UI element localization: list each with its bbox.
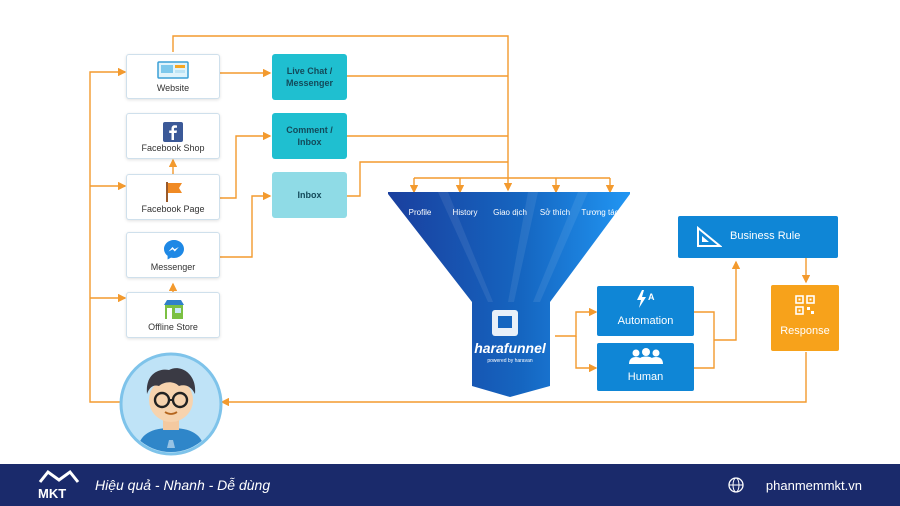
website-icon: [157, 61, 189, 79]
source-messenger: Messenger: [126, 232, 220, 278]
source-facebook-shop: Facebook Shop: [126, 113, 220, 159]
footer-logo: MKT: [38, 486, 67, 501]
globe-icon: [728, 477, 744, 493]
messenger-icon: [164, 240, 184, 260]
funnel-shape: [388, 192, 630, 397]
response-box: Response: [771, 285, 839, 351]
automation-icon: A: [637, 290, 655, 308]
facebook-icon: [163, 122, 183, 142]
human-box: Human: [597, 343, 694, 391]
business-rule-box: Business Rule: [678, 216, 838, 258]
funnel-brand: harafunnel: [474, 340, 546, 356]
facebook-page-label: Facebook Page: [141, 204, 205, 214]
footer-tagline: Hiệu quả - Nhanh - Dễ dùng: [95, 477, 271, 493]
funnel-powered-by: powered by haravan: [487, 358, 533, 364]
automation-label: Automation: [617, 315, 674, 327]
live-chat-label: Live Chat / Messenger: [285, 66, 334, 88]
mkt-logo-icon: [38, 469, 80, 483]
funnel-stage-profile: Profile: [408, 208, 432, 217]
qr-code-icon: [795, 295, 815, 315]
funnel-stage-tuong-tac: Tương tác: [581, 208, 619, 217]
response-label: Response: [780, 325, 830, 337]
facebook-shop-label: Facebook Shop: [141, 143, 205, 153]
messenger-label: Messenger: [150, 262, 196, 272]
channel-live-chat: Live Chat / Messenger: [272, 54, 347, 100]
source-offline-store: Offline Store: [126, 292, 220, 338]
human-label: Human: [627, 371, 664, 383]
funnel-stage-history: History: [452, 208, 478, 217]
channel-inbox: Inbox: [272, 172, 347, 218]
website-label: Website: [156, 83, 190, 93]
store-icon: [164, 300, 184, 319]
source-facebook-page: Facebook Page: [126, 174, 220, 220]
footer-website-link[interactable]: phanmemmkt.vn: [765, 478, 862, 493]
offline-store-label: Offline Store: [148, 322, 198, 332]
channel-comment: Comment / Inbox: [272, 113, 347, 159]
flag-icon: [166, 182, 182, 202]
customer-avatar: [119, 352, 223, 456]
source-website: Website: [126, 54, 220, 99]
inbox-label: Inbox: [297, 190, 322, 200]
ruler-icon: [697, 226, 722, 247]
people-icon: [629, 348, 663, 364]
automation-box: A Automation: [597, 286, 694, 336]
funnel-stage-so-thich: Sở thích: [539, 208, 571, 217]
funnel-stage-giao-dich: Giao dịch: [493, 208, 527, 217]
svg-text:A: A: [648, 292, 655, 302]
comment-label: Comment / Inbox: [286, 125, 333, 147]
business-rule-label: Business Rule: [730, 230, 801, 242]
footer-bar: MKT Hiệu quả - Nhanh - Dễ dùng phanmemmk…: [0, 464, 900, 506]
